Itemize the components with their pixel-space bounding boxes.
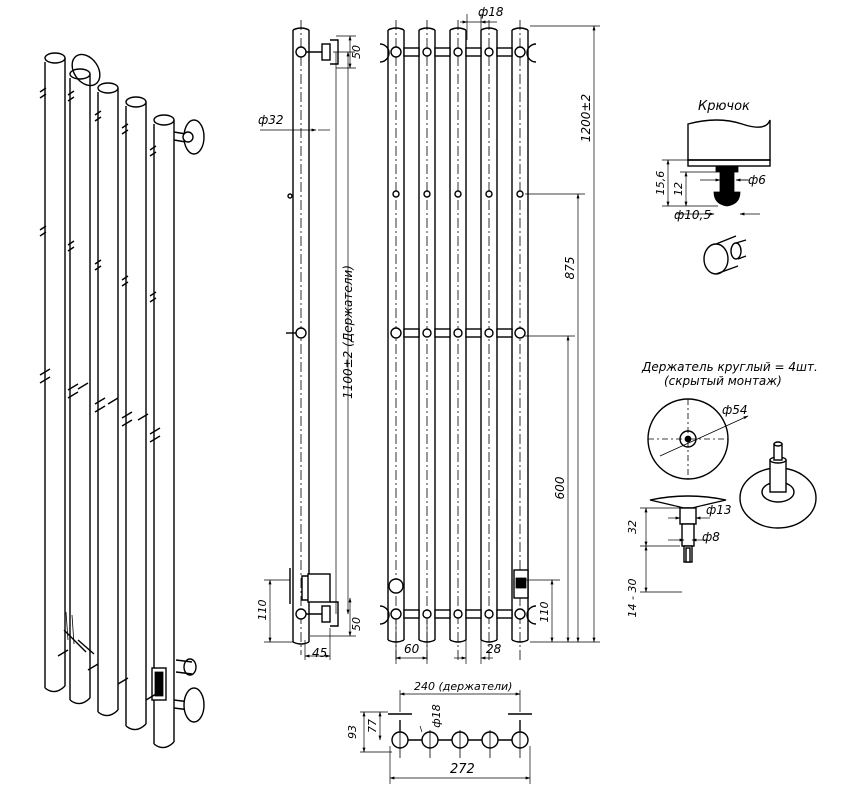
label-1200: 1200±2	[579, 94, 593, 142]
front-joints	[390, 46, 526, 620]
side-holder-top	[295, 39, 355, 65]
label-110-right: 110	[538, 602, 551, 623]
label-600: 600	[553, 476, 567, 499]
iso-rail-1	[44, 52, 66, 693]
iso-holder-bottom	[173, 658, 205, 723]
label-top-93: 93	[346, 725, 359, 739]
label-top-d18: ф18	[430, 704, 443, 727]
side-view	[260, 20, 356, 660]
round-holder-detail	[640, 398, 817, 593]
label-hook-d6: ф6	[748, 173, 766, 187]
label-holder-14-30: 14 - 30	[626, 579, 639, 618]
label-1100: 1100±2 (Держатели)	[341, 265, 355, 399]
label-50-top: 50	[350, 45, 363, 59]
iso-switch	[63, 611, 167, 701]
label-hook-d10-5: ф10,5	[674, 208, 711, 222]
iso-holder-top	[173, 119, 205, 155]
label-45: 45	[312, 646, 327, 660]
isometric-view	[39, 52, 205, 749]
front-view	[379, 14, 600, 664]
iso-hooks	[39, 87, 161, 701]
iso-rail-5	[153, 114, 175, 749]
side-holder-bottom	[289, 568, 339, 627]
holder-title-1: Держатель круглый = 4шт.	[641, 360, 818, 374]
label-110-left: 110	[256, 600, 269, 621]
label-hook-12: 12	[672, 182, 685, 196]
label-holder-d13: ф13	[706, 503, 732, 517]
dimension-labels: ф18 ф32 50 1200±2 1100±2 (Держатели) 875…	[256, 5, 818, 777]
side-hook	[287, 193, 293, 199]
label-holder-d8: ф8	[702, 530, 720, 544]
label-d32: ф32	[258, 113, 284, 127]
label-d18-top: ф18	[478, 5, 504, 19]
label-hook-15-6: 15,6	[654, 171, 667, 196]
hook-detail	[662, 119, 771, 275]
label-60: 60	[404, 642, 420, 656]
label-50-bottom: 50	[350, 617, 363, 631]
top-view	[360, 690, 532, 784]
label-top-240: 240 (держатели)	[414, 680, 512, 693]
label-top-272: 272	[450, 762, 475, 777]
front-crossbars	[403, 47, 513, 619]
label-holder-d54: ф54	[722, 403, 748, 417]
iso-rail-2	[69, 53, 101, 705]
label-holder-32: 32	[626, 520, 639, 534]
label-28: 28	[486, 642, 502, 656]
holder-title-2: (скрытый монтаж)	[664, 374, 782, 388]
label-875: 875	[563, 257, 577, 280]
front-rails	[387, 20, 529, 660]
label-top-77: 77	[366, 719, 379, 733]
side-holder-middle	[295, 327, 307, 339]
front-holders	[379, 43, 537, 625]
hook-title: Крючок	[698, 99, 750, 114]
